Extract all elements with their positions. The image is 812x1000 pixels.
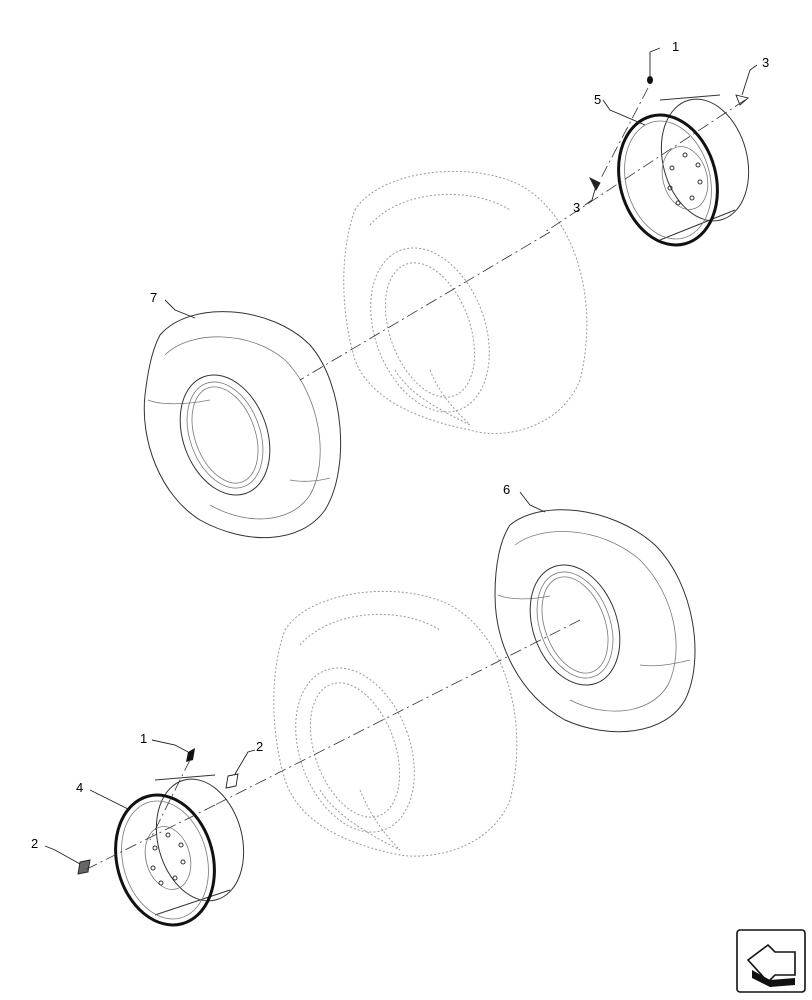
callout-2-left: 2	[31, 836, 38, 851]
tire-6	[494, 509, 696, 733]
callout-3-top: 3	[762, 55, 769, 70]
callout-7: 7	[150, 290, 157, 305]
callout-1-bottom: 1	[140, 731, 147, 746]
decal-3-middle	[588, 176, 601, 191]
next-page-arrow-icon[interactable]	[736, 929, 806, 993]
assembly-axis-lower	[84, 619, 581, 871]
callout-5: 5	[594, 92, 601, 107]
decal-2-right	[225, 773, 239, 789]
callout-6: 6	[503, 482, 510, 497]
callout-2-right: 2	[256, 739, 263, 754]
phantom-tire-upper	[343, 170, 588, 434]
rim-5	[617, 94, 750, 247]
callout-1-top: 1	[672, 39, 679, 54]
rim-4-bolt-holes	[150, 832, 186, 886]
leader-lines	[44, 47, 758, 865]
valve-stem-lower	[186, 748, 195, 762]
valve-stem-upper	[647, 76, 653, 84]
rim-4	[114, 774, 245, 927]
phantom-tire-lower	[273, 590, 518, 857]
rim-5-bolt-holes	[667, 152, 703, 206]
tire-7	[143, 311, 342, 539]
decal-3-upper	[735, 94, 749, 106]
assembly-axis-upper	[299, 87, 746, 381]
decal-2-left	[77, 859, 91, 875]
callout-4: 4	[76, 780, 83, 795]
callout-3-middle: 3	[573, 200, 580, 215]
